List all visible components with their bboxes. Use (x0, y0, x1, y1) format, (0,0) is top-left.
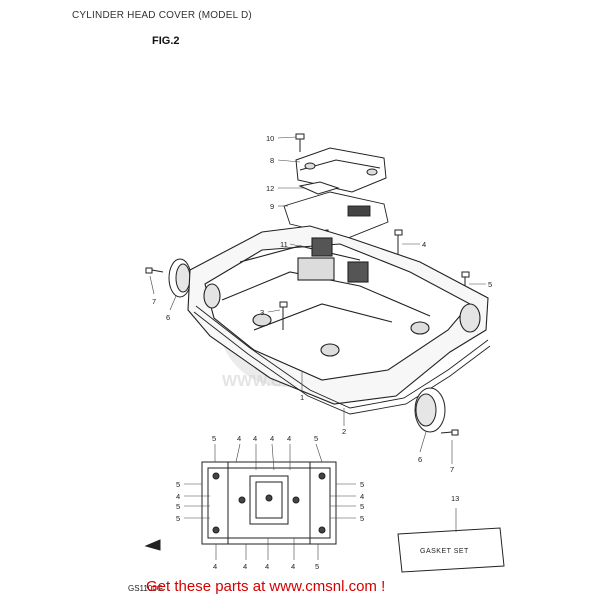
part-10-bolt (295, 133, 305, 152)
callout-4-bot-a: 4 (213, 562, 217, 571)
callout-4-bot-b: 4 (243, 562, 247, 571)
part-3-bolt (279, 301, 288, 330)
callout-6-right: 6 (418, 455, 422, 464)
callout-4-right: 4 (360, 492, 364, 501)
callout-numbers: 10 8 12 9 11 4 5 7 6 3 1 2 6 7 13 5 4 4 … (152, 134, 492, 571)
part-8-breather-cover (295, 147, 387, 193)
callout-5-left-c: 5 (176, 514, 180, 523)
callout-5-left-b: 5 (176, 502, 180, 511)
callout-4-top-b: 4 (253, 434, 257, 443)
callout-4-top-c: 4 (270, 434, 274, 443)
callout-5-top-b: 5 (314, 434, 318, 443)
part-7-bolt-left (145, 267, 164, 274)
callout-9: 9 (270, 202, 274, 211)
callout-4-bot-c: 4 (265, 562, 269, 571)
callout-11: 11 (280, 240, 288, 249)
gasket-layout (201, 461, 337, 545)
callout-4-bot-d: 4 (291, 562, 295, 571)
callout-7-left: 7 (152, 297, 156, 306)
figure-label: FIG.2 (152, 35, 180, 47)
part-6-end-cap-left (168, 258, 192, 298)
diagram-code: GS1100G (128, 584, 163, 593)
part-1-cylinder-head-cover (187, 225, 489, 405)
callout-7-right: 7 (450, 465, 454, 474)
part-9-gasket (283, 191, 389, 239)
callout-8: 8 (270, 156, 274, 165)
callout-5-right-b: 5 (360, 502, 364, 511)
callout-4-top: 4 (422, 240, 426, 249)
callout-12: 12 (266, 184, 274, 193)
callout-5-right: 5 (488, 280, 492, 289)
promo-link[interactable]: Get these parts at www.cmsnl.com ! (146, 578, 386, 595)
part-13-gasket-set-box: GASKET SET (397, 527, 505, 573)
callout-5-bot: 5 (315, 562, 319, 571)
front-arrow-icon (144, 539, 161, 551)
callout-10: 10 (266, 134, 274, 143)
leader-lines (149, 136, 486, 560)
callout-13: 13 (451, 494, 459, 503)
callout-5-top-a: 5 (212, 434, 216, 443)
callout-5-right-a: 5 (360, 480, 364, 489)
callout-3: 3 (260, 308, 264, 317)
callout-1: 1 (300, 393, 304, 402)
gasket-set-label: GASKET SET (420, 548, 469, 555)
diagram-title: CYLINDER HEAD COVER (MODEL D) (72, 10, 252, 21)
part-12-plate (298, 181, 340, 195)
callout-5-left-a: 5 (176, 480, 180, 489)
callout-5-right-c: 5 (360, 514, 364, 523)
callout-2: 2 (342, 427, 346, 436)
part-2-cover-gasket (193, 305, 491, 415)
part-7-bolt-right (440, 429, 459, 436)
callout-6-left: 6 (166, 313, 170, 322)
callout-4-top-d: 4 (287, 434, 291, 443)
callout-4-top-a: 4 (237, 434, 241, 443)
callout-4-left: 4 (176, 492, 180, 501)
part-6-end-cap-right (414, 387, 446, 433)
